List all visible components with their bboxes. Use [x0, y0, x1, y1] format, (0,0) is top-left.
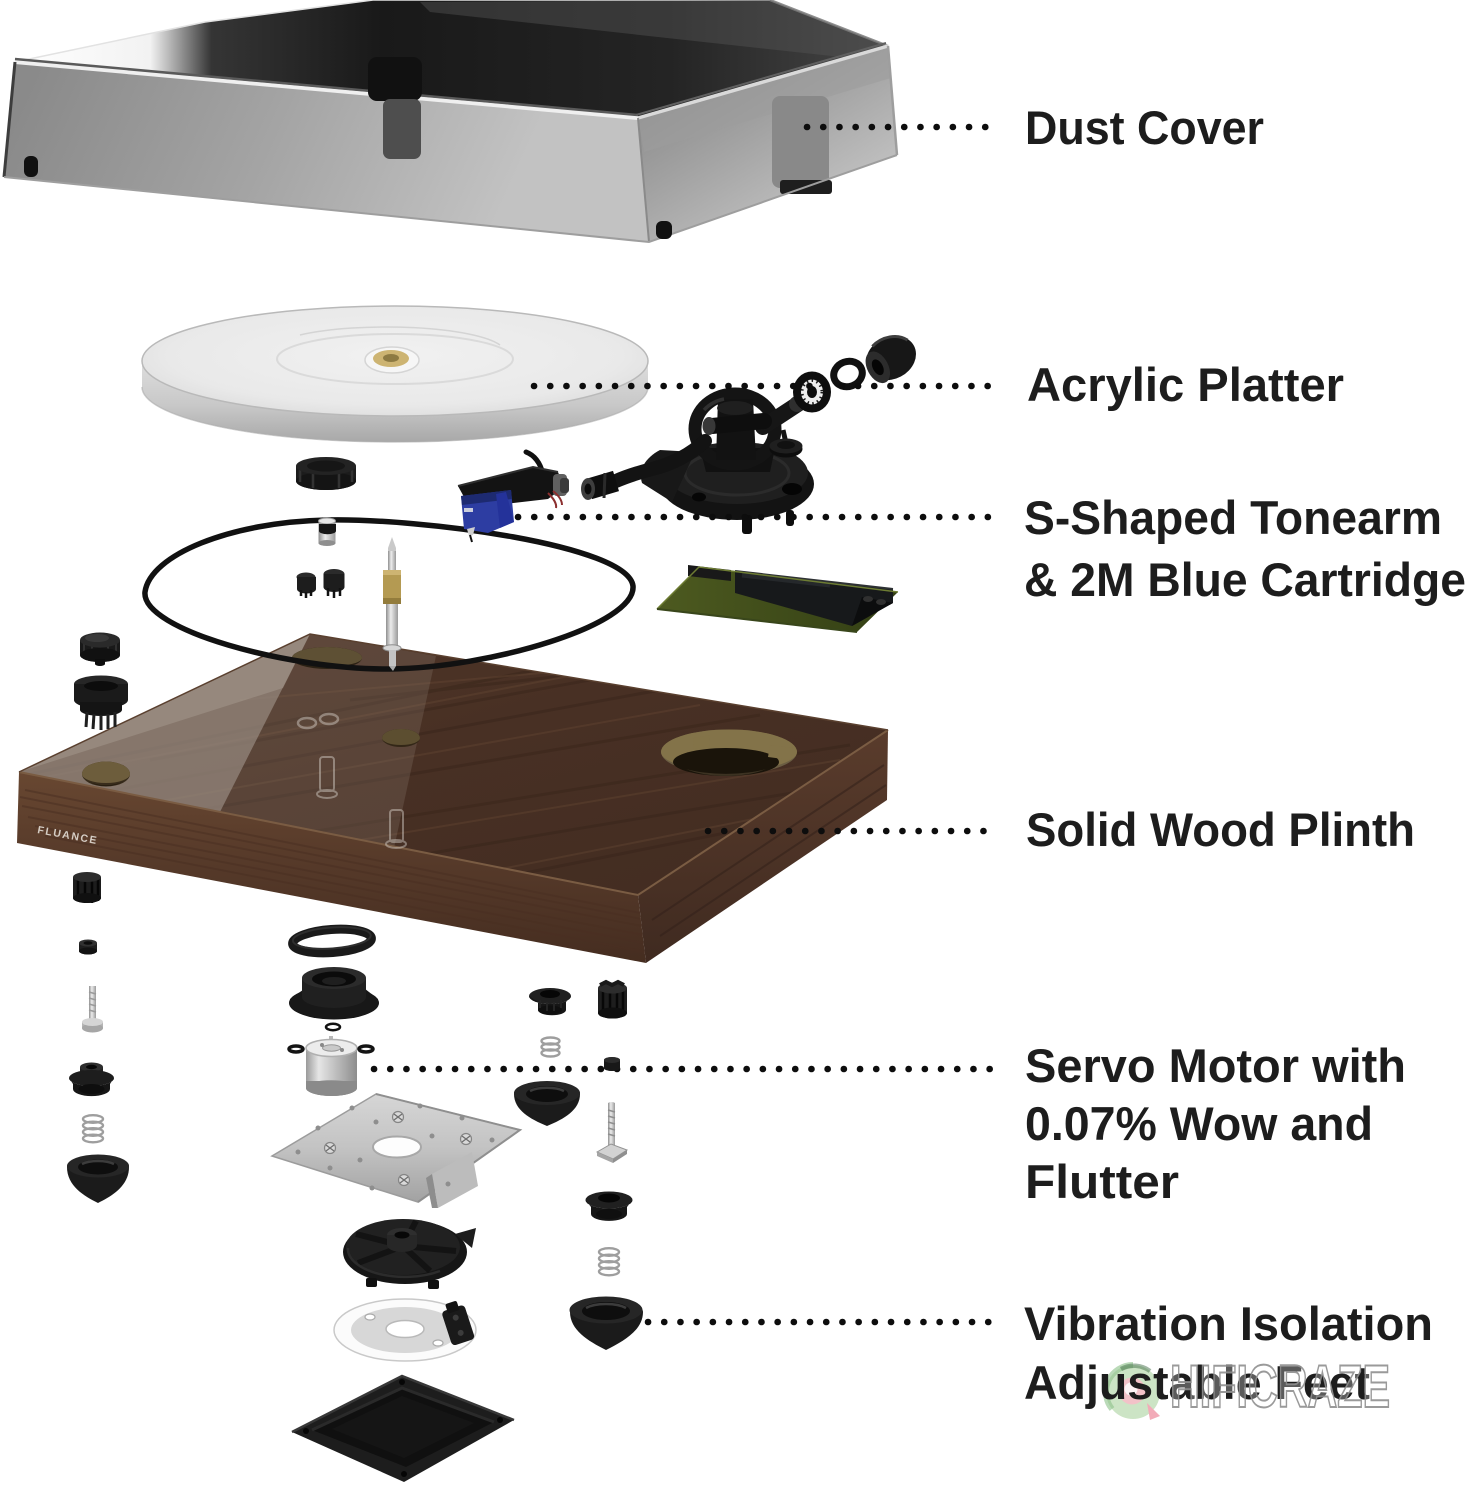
svg-text:0.07% Wow and: 0.07% Wow and [1025, 1097, 1373, 1150]
svg-text:S-Shaped Tonearm: S-Shaped Tonearm [1024, 491, 1442, 544]
svg-text:Solid Wood Plinth: Solid Wood Plinth [1026, 803, 1415, 856]
svg-text:Servo Motor with: Servo Motor with [1025, 1039, 1406, 1092]
svg-text:Dust Cover: Dust Cover [1025, 101, 1264, 154]
svg-text:HIFICRAZE: HIFICRAZE [1170, 1353, 1390, 1420]
svg-text:Vibration Isolation: Vibration Isolation [1024, 1297, 1433, 1350]
svg-text:Adjustable Feet: Adjustable Feet [1024, 1356, 1370, 1409]
svg-text:Flutter: Flutter [1025, 1155, 1179, 1208]
svg-text:& 2M Blue Cartridge: & 2M Blue Cartridge [1024, 553, 1466, 606]
svg-text:Acrylic Platter: Acrylic Platter [1027, 358, 1344, 411]
